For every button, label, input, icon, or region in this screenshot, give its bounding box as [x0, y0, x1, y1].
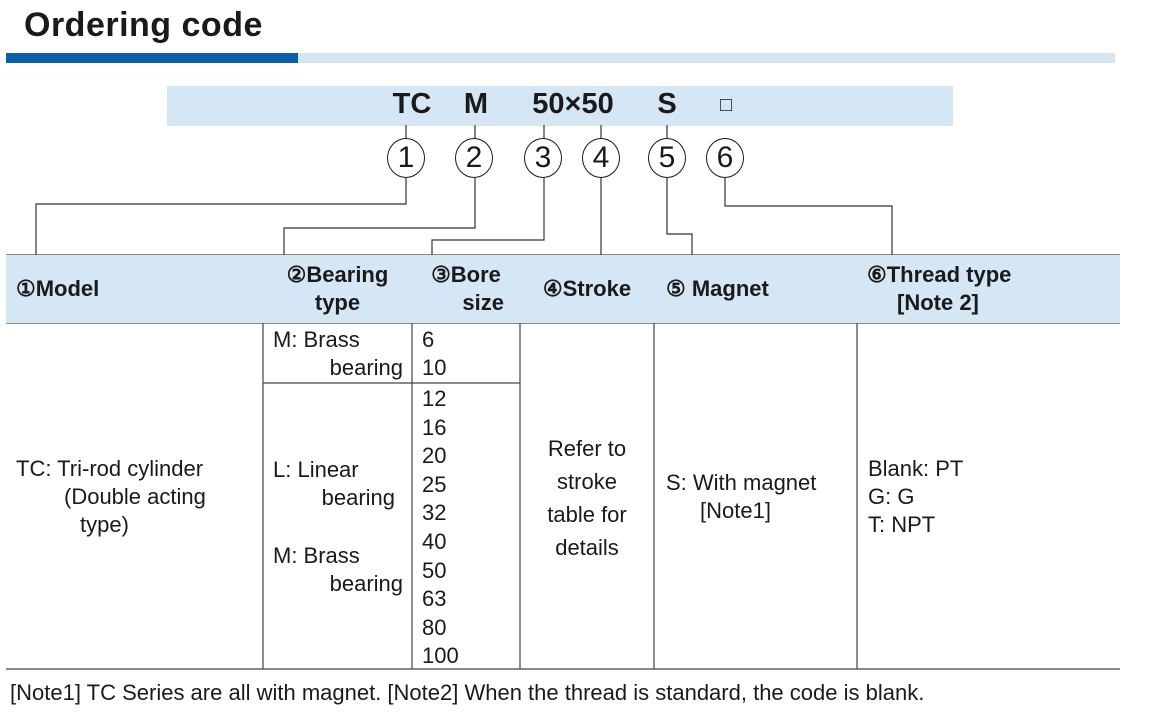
bearing-linear-line2: bearing: [321, 485, 395, 510]
code-part-bearing: M: [463, 88, 489, 120]
bore-value: 50: [422, 557, 447, 583]
stroke-line: stroke: [557, 469, 617, 494]
header-bearing-line1: ②Bearing: [286, 262, 389, 287]
code-part-model: TC: [392, 88, 432, 120]
header-thread-line2: [Note 2]: [897, 290, 979, 315]
magnet-cell: S: With magnet [Note1]: [666, 469, 856, 525]
bearing-brass-top-line1: M: Brass: [273, 327, 360, 352]
bore-value: 16: [422, 414, 447, 440]
marker-4: 4: [582, 138, 620, 178]
marker-5: 5: [648, 138, 686, 178]
model-cell: TC: Tri-rod cylinder (Double acting type…: [16, 455, 261, 539]
header-model-label: ①Model: [16, 276, 100, 301]
marker-6: 6: [706, 138, 744, 178]
thread-line: Blank: PT: [868, 456, 964, 481]
code-part-bore-stroke: 50×50: [532, 88, 614, 120]
bearing-brass-top-line2: bearing: [329, 355, 403, 380]
bearing-linear: L: Linear bearing: [273, 456, 409, 512]
magnet-line2: [Note1]: [700, 498, 771, 523]
magnet-line1: S: With magnet: [666, 470, 817, 495]
bearing-brass-bottom-line1: M: Brass: [273, 543, 360, 568]
header-bore-line2: size: [462, 290, 504, 315]
header-thread-line1: ⑥Thread type: [867, 262, 1012, 287]
code-part-thread: □: [719, 94, 733, 116]
bore-value: 10: [422, 355, 447, 380]
marker-2: 2: [455, 138, 493, 178]
header-bore-line1: ③Bore: [431, 262, 501, 287]
model-line1: TC: Tri-rod cylinder: [16, 456, 204, 481]
bore-value: 80: [422, 614, 447, 640]
bore-value: 40: [422, 528, 447, 554]
header-bearing: ②Bearing type: [263, 255, 412, 323]
header-magnet: ⑤ Magnet: [654, 255, 857, 323]
bore-group-2: 12 16 20 25 32 40 50 63 80 100: [422, 385, 459, 671]
page-title: Ordering code: [24, 6, 263, 44]
bore-group-1: 6 10: [422, 326, 446, 382]
header-stroke-label: ④Stroke: [542, 276, 632, 301]
marker-1: 1: [387, 138, 425, 178]
stroke-cell: Refer to stroke table for details: [520, 432, 654, 564]
footnote: [Note1] TC Series are all with magnet. […: [10, 680, 925, 705]
bore-value: 100: [422, 643, 459, 669]
stroke-line: details: [555, 535, 619, 560]
model-line2: (Double acting: [64, 484, 206, 509]
bearing-brass-bottom: M: Brass bearing: [273, 542, 409, 598]
header-model: ①Model: [6, 255, 263, 323]
header-stroke: ④Stroke: [520, 255, 654, 323]
thread-line: T: NPT: [868, 512, 936, 537]
thread-line: G: G: [868, 484, 915, 509]
bearing-brass-top: M: Brass bearing: [273, 326, 409, 382]
bore-value: 32: [422, 500, 447, 526]
thread-cell: Blank: PT G: G T: NPT: [868, 455, 1118, 539]
header-magnet-label: ⑤ Magnet: [666, 276, 769, 301]
bearing-linear-line1: L: Linear: [273, 457, 359, 482]
bore-value: 12: [422, 386, 447, 411]
bore-value: 25: [422, 471, 447, 497]
code-part-magnet: S: [657, 88, 677, 120]
ordering-code-bar: [167, 86, 953, 126]
header-bearing-line2: type: [314, 290, 361, 315]
title-underline: [298, 53, 1115, 63]
stroke-line: table for: [547, 502, 627, 527]
header-bore: ③Bore size: [412, 255, 520, 323]
title-underline-accent: [6, 53, 298, 63]
bore-value: 20: [422, 443, 447, 469]
marker-3: 3: [524, 138, 562, 178]
bore-value: 6: [422, 327, 435, 352]
bore-value: 63: [422, 586, 447, 612]
model-line3: type): [80, 512, 129, 537]
header-thread: ⑥Thread type [Note 2]: [857, 255, 1120, 323]
bearing-brass-bottom-line2: bearing: [329, 571, 403, 596]
stroke-line: Refer to: [547, 436, 627, 461]
